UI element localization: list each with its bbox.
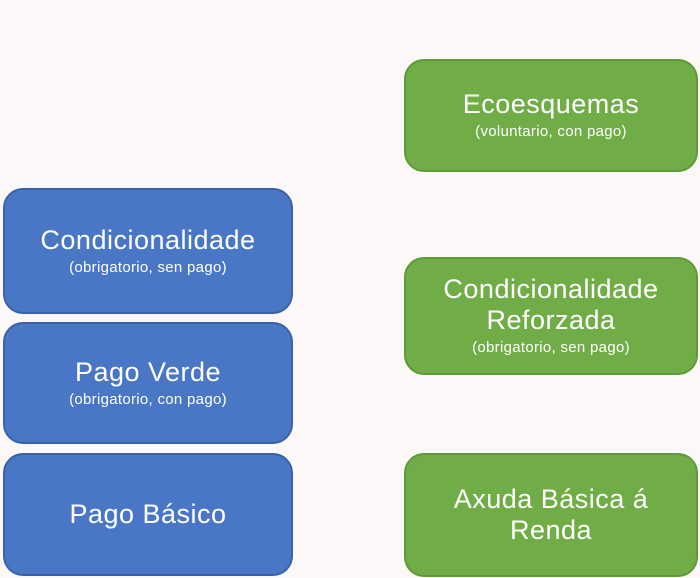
box-pago-verde: Pago Verde (obrigatorio, con pago) bbox=[3, 322, 293, 444]
box-ecoesquemas: Ecoesquemas (voluntario, con pago) bbox=[404, 59, 698, 172]
box-subtitle: (voluntario, con pago) bbox=[475, 123, 627, 141]
box-title: Condicionalidade Reforzada bbox=[443, 274, 659, 336]
box-subtitle: (obrigatorio, con pago) bbox=[69, 390, 227, 408]
box-pago-basico: Pago Básico bbox=[3, 453, 293, 576]
box-title: Pago Verde bbox=[74, 356, 222, 387]
box-condicionalidade-reforzada: Condicionalidade Reforzada (obrigatorio,… bbox=[404, 257, 698, 375]
box-title: Axuda Básica á Renda bbox=[453, 483, 649, 545]
box-title: Pago Básico bbox=[69, 498, 227, 529]
box-condicionalidade: Condicionalidade (obrigatorio, sen pago) bbox=[3, 188, 293, 314]
box-title: Ecoesquemas bbox=[462, 89, 640, 120]
box-subtitle: (obrigatorio, sen pago) bbox=[472, 339, 630, 357]
box-subtitle: (obrigatorio, sen pago) bbox=[69, 258, 227, 276]
box-axuda-basica-renda: Axuda Básica á Renda bbox=[404, 453, 698, 577]
box-title: Condicionalidade bbox=[40, 224, 256, 255]
